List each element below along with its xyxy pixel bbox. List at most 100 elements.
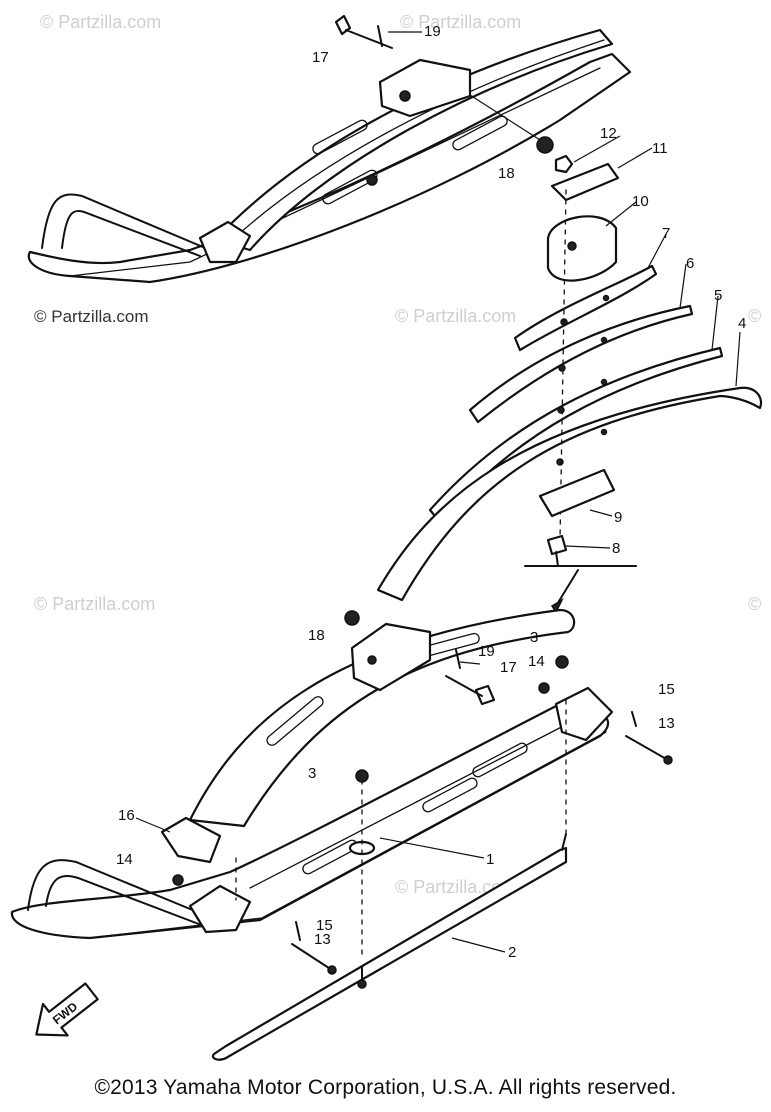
spring-hole <box>600 428 608 436</box>
pin-19-lower <box>455 649 461 669</box>
lower-ski-edge <box>89 731 607 939</box>
spring-hole <box>558 364 566 372</box>
watermark: © Partzilla.com <box>395 306 516 326</box>
bolt-head <box>399 90 411 102</box>
watermark: © Partzilla.com <box>395 877 516 897</box>
spring-leaf-4 <box>376 386 763 602</box>
wear-rod-stud <box>561 833 567 851</box>
callout-14: 14 <box>528 653 545 670</box>
upper-ski-edge <box>69 67 601 277</box>
callout-19: 19 <box>478 643 495 660</box>
nut-18-lower <box>344 610 360 626</box>
callout-11: 11 <box>652 140 668 157</box>
spring-hole <box>556 458 564 466</box>
plate-11 <box>550 162 620 202</box>
callout-9: 9 <box>614 509 622 526</box>
callout-15: 15 <box>316 917 333 934</box>
lower-rear-bracket <box>554 686 614 742</box>
lower-ski-loop <box>27 859 213 927</box>
leader-line <box>735 331 741 387</box>
bolt-13-head <box>663 755 673 765</box>
callout-2: 2 <box>508 944 516 961</box>
watermark: © Partzilla.com <box>34 594 155 614</box>
clamp-10 <box>546 215 618 282</box>
callout-8: 8 <box>612 540 620 557</box>
callout-6: 6 <box>686 255 694 272</box>
leader-line <box>679 263 687 309</box>
bolt-shank <box>445 675 483 697</box>
pin-19-top <box>377 25 383 47</box>
leader-line <box>589 509 613 517</box>
copyright-notice: ©2013 Yamaha Motor Corporation, U.S.A. A… <box>94 1076 677 1099</box>
callout-7: 7 <box>662 225 670 242</box>
leader-line <box>459 661 481 665</box>
callout-19: 19 <box>424 23 441 40</box>
leader-line <box>647 233 667 269</box>
upper-leaf-spring <box>213 28 614 252</box>
upper-ski-body <box>27 52 632 284</box>
slot <box>472 742 528 778</box>
nut-3 <box>555 655 569 669</box>
lower-front-bracket <box>188 884 252 934</box>
slot <box>266 696 324 746</box>
callout-10: 10 <box>632 193 649 210</box>
leader-line <box>573 135 621 163</box>
callout-3: 3 <box>530 629 538 646</box>
arrow-icon <box>35 982 99 1037</box>
callout-5: 5 <box>714 287 722 304</box>
bolt-head <box>367 655 377 665</box>
callout-13: 13 <box>314 931 331 948</box>
callout-3: 3 <box>308 765 316 782</box>
slot <box>422 777 478 813</box>
callout-1: 1 <box>486 851 494 868</box>
arrow-head <box>550 598 564 614</box>
callout-17: 17 <box>312 49 329 66</box>
assembly-arrow <box>555 569 579 607</box>
leader-line <box>617 147 653 169</box>
slot <box>322 169 378 205</box>
callout-16: 16 <box>118 807 135 824</box>
upper-leaf-line <box>229 39 605 243</box>
bolt-8-shank <box>555 551 559 567</box>
spring-hole <box>557 406 565 414</box>
callout-18: 18 <box>498 165 515 182</box>
washer-14 <box>538 682 550 694</box>
spring-leaf-7 <box>513 264 658 352</box>
bracket-16 <box>160 816 222 864</box>
leader-line <box>135 817 171 833</box>
watermark: © <box>748 594 761 614</box>
nut-18-top <box>536 136 554 154</box>
watermark: © Partzilla.com <box>400 12 521 32</box>
pin-15 <box>631 711 637 727</box>
bolt-17-lower <box>474 684 496 706</box>
nut-3 <box>355 769 369 783</box>
spring-hole <box>602 294 610 302</box>
bolt-8 <box>546 534 568 556</box>
callout-12: 12 <box>600 125 617 142</box>
upper-ski-loop <box>41 193 211 257</box>
leader-line <box>379 837 485 859</box>
lower-ski-body <box>10 702 610 940</box>
callout-15: 15 <box>658 681 675 698</box>
callout-14: 14 <box>116 851 133 868</box>
watermark: © <box>748 306 761 326</box>
assembly-axis <box>559 189 567 541</box>
fwd-arrow: FWD <box>35 982 99 1037</box>
upper-ski-assembly <box>27 14 632 284</box>
exploded-spring-stack <box>376 154 763 614</box>
upper-front-bracket <box>198 220 252 264</box>
spring-hole <box>600 336 608 344</box>
watermark: © Partzilla.com <box>40 12 161 32</box>
leader-line <box>605 201 637 227</box>
callout-4: 4 <box>738 315 746 332</box>
lower-saddle <box>350 622 432 692</box>
lower-ski-groove <box>249 719 576 889</box>
pin-15 <box>295 921 301 941</box>
leader-line <box>469 94 541 141</box>
bolt-17-shank <box>345 29 393 49</box>
upper-saddle <box>378 58 472 118</box>
bolt-13-head <box>327 965 337 975</box>
lower-ski-assembly <box>10 608 673 1061</box>
plate-9 <box>538 468 616 518</box>
